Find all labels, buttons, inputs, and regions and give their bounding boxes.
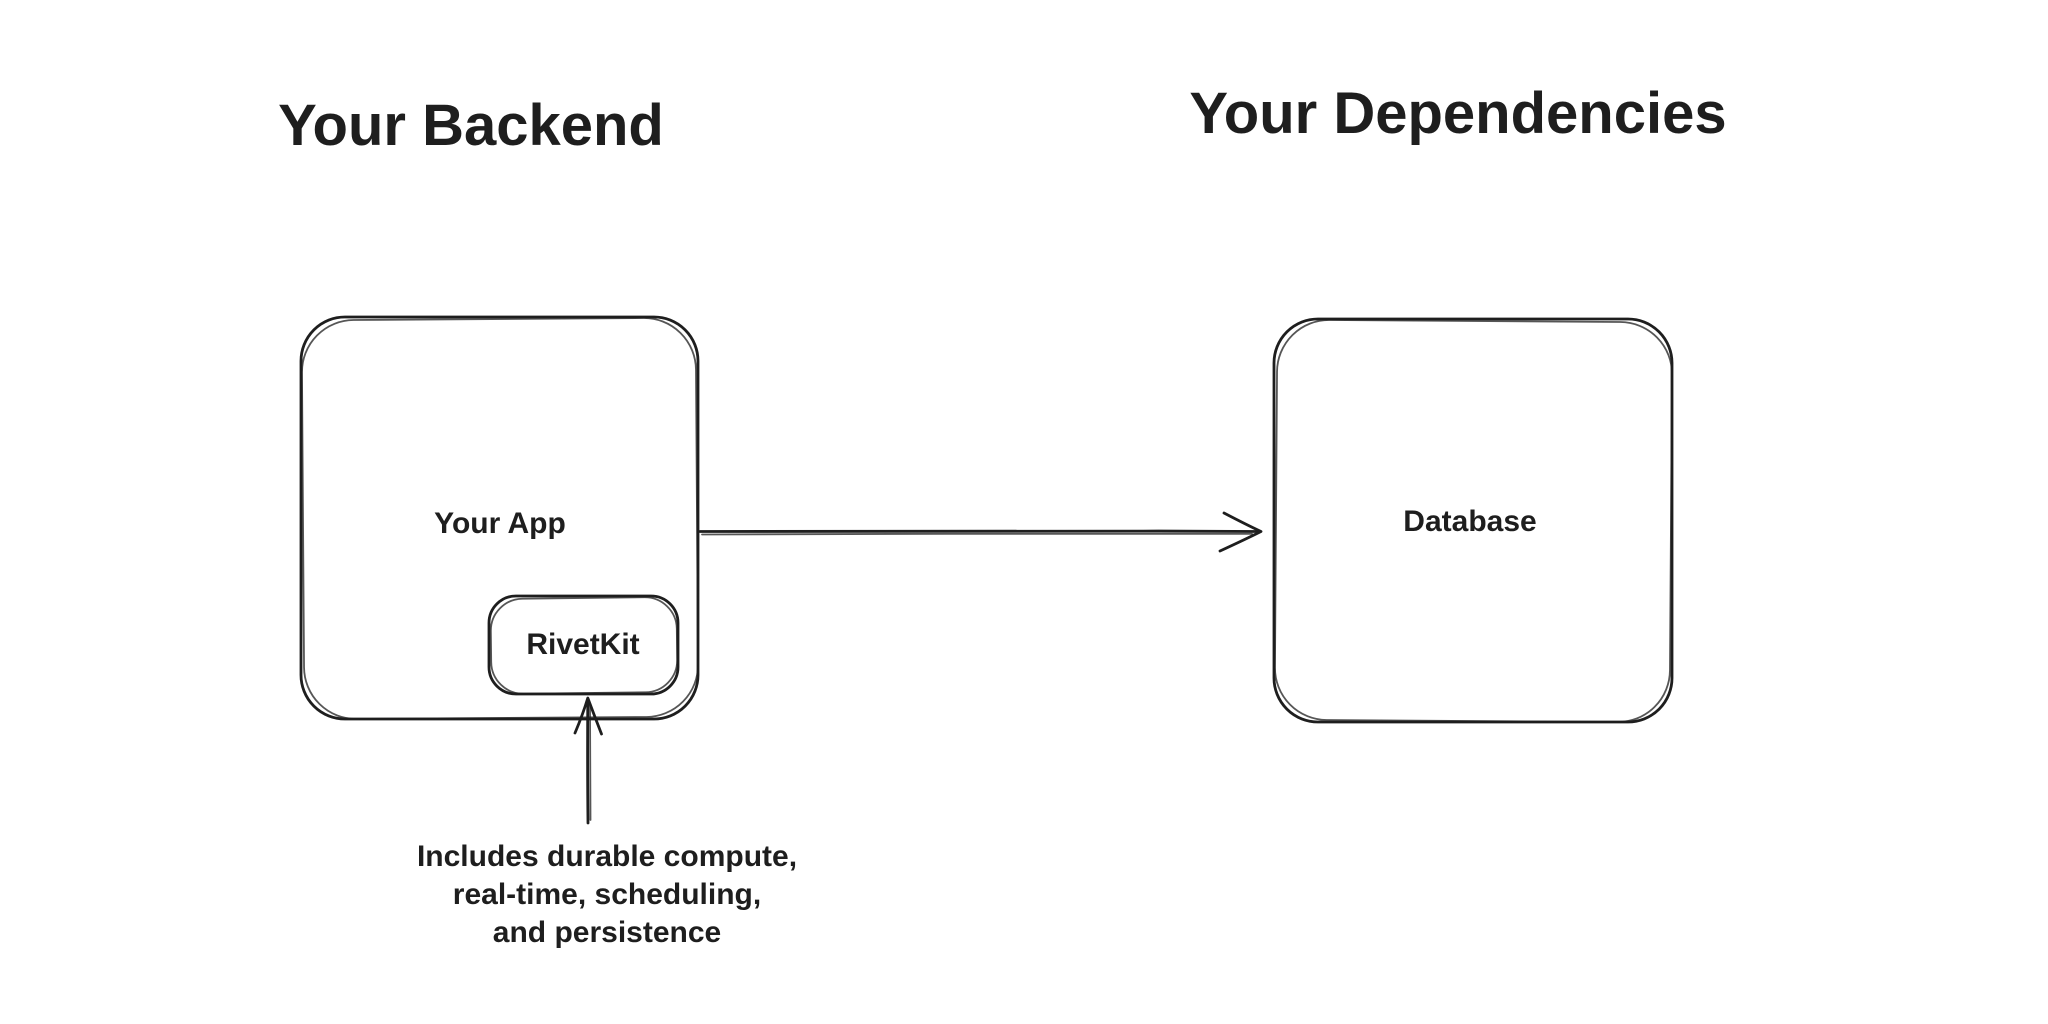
annotation-line-2: real-time, scheduling,	[452, 878, 762, 911]
arrowhead-up-icon	[573, 696, 603, 736]
heading-your-dependencies: Your Dependencies	[1189, 81, 1727, 146]
annotation-line-3: and persistence	[492, 916, 722, 949]
your-app-box	[299, 315, 700, 721]
rivetkit-label: RivetKit	[526, 628, 640, 661]
annotation-to-rivetkit-arrow	[573, 696, 603, 825]
database-box	[1272, 317, 1674, 724]
rivetkit-box	[487, 594, 680, 696]
annotation-line-1: Includes durable compute,	[416, 840, 798, 873]
your-app-label: Your App	[434, 507, 566, 540]
arrowhead-right-icon	[1218, 511, 1263, 553]
app-to-database-arrow	[698, 511, 1263, 553]
heading-your-backend: Your Backend	[278, 93, 664, 158]
annotation-text: Includes durable compute, real-time, sch…	[417, 838, 797, 952]
database-label: Database	[1403, 505, 1537, 538]
